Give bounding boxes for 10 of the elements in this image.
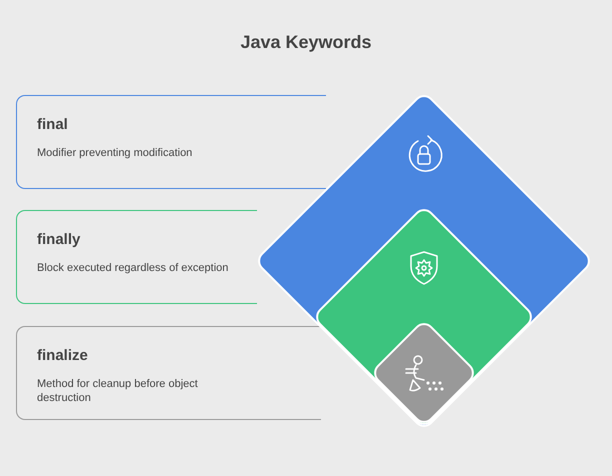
keyword-heading: finally	[37, 231, 80, 248]
keyword-description: Block executed regardless of exception	[37, 261, 230, 275]
title: Java Keywords	[239, 32, 373, 53]
keyword-card	[16, 326, 321, 420]
keyword-description: Modifier preventing modification	[37, 146, 194, 160]
keyword-card	[16, 95, 326, 189]
keyword-heading: finalize	[37, 347, 88, 364]
keyword-card	[16, 210, 257, 304]
keyword-heading: final	[37, 116, 68, 133]
keyword-description: Method for cleanup before object destruction	[37, 377, 199, 405]
